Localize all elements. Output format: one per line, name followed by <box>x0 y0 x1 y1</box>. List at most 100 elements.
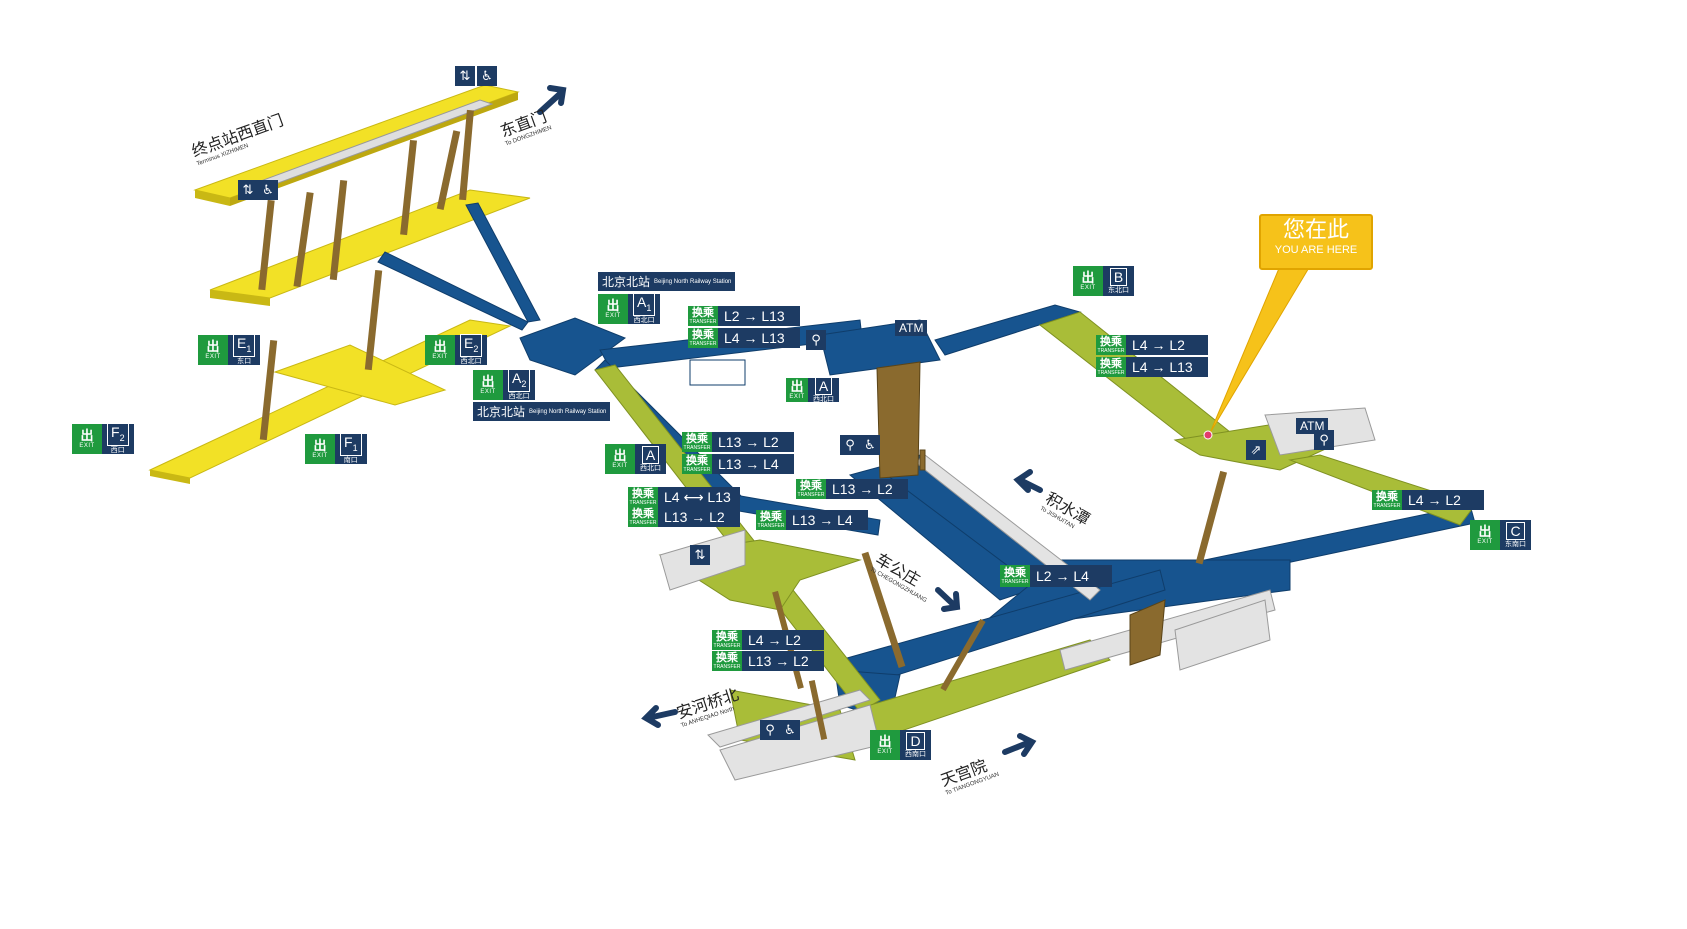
exit-e2-ch: 出 <box>433 338 447 354</box>
exit-f1-name: 南口 <box>343 457 358 465</box>
exit-e2-sub: 2 <box>473 343 479 354</box>
exit-e2-en: EXIT <box>432 353 448 360</box>
toilet-icon: ⚲ <box>840 435 860 455</box>
toilet-icon: ⚲ <box>1314 430 1334 450</box>
exit-f1-en: EXIT <box>312 452 328 459</box>
exit-a1-railway-label: 北京北站 Beijing North Railway Station <box>598 272 736 291</box>
wheelchair-icon: ♿ <box>780 720 800 740</box>
exit-c-en: EXIT <box>1477 538 1493 545</box>
transfer-route: L4 ⟷ L13 <box>658 487 740 507</box>
transfer-ch: 换乘 <box>716 630 738 643</box>
line13-structure <box>148 84 531 484</box>
elevator-icon: ⇅ <box>455 66 475 86</box>
exit-a1-sub: 1 <box>646 302 652 313</box>
exit-d-letter: D <box>906 731 925 750</box>
line13-lower-wing <box>273 344 447 406</box>
transfer-route: L13 → L2 <box>658 507 740 527</box>
transfer-route: L4 → L2 <box>742 630 824 650</box>
transfer-en: TRANSFER <box>689 340 717 347</box>
exit-f2-ch: 出 <box>80 427 94 443</box>
transfer-ch: 换乘 <box>800 479 822 492</box>
exit-a1-letter: A <box>637 293 647 310</box>
transfer-en: TRANSFER <box>629 499 657 506</box>
transfer-ch: 换乘 <box>1100 335 1122 348</box>
exit-a-mid-letter: A <box>814 376 833 395</box>
exit-e1-letter: E <box>237 334 247 351</box>
exit-a1-name: 西北口 <box>633 317 655 325</box>
atm-label-east: ATM <box>1300 419 1325 433</box>
exit-f1-letter: F <box>344 433 353 450</box>
transfer-route: L13 → L4 <box>712 454 794 474</box>
exit-a2-railway-zh: 北京北站 <box>477 405 526 419</box>
exit-e2-letter: E <box>464 334 474 351</box>
transfer-ch: 换乘 <box>692 328 714 341</box>
exit-b-en: EXIT <box>1080 284 1096 291</box>
exit-f2-sub: 2 <box>119 432 125 443</box>
exit-c-letter: C <box>1506 521 1525 540</box>
elevator-icon: ⇅ <box>690 545 710 565</box>
transfer-route: L4 → L2 <box>1402 490 1484 510</box>
transfer-ch: 换乘 <box>1100 357 1122 370</box>
exit-a2-name: 西北口 <box>508 393 530 401</box>
transfer-en: TRANSFER <box>689 318 717 325</box>
exit-a1-ch: 出 <box>606 297 620 313</box>
exit-e1-ch: 出 <box>206 338 220 354</box>
transfer-en: TRANSFER <box>757 522 785 529</box>
transfer-route: L13 → L4 <box>786 510 868 530</box>
transfer-en: TRANSFER <box>629 519 657 526</box>
line13-stairs <box>258 109 474 441</box>
exit-a-left-en: EXIT <box>612 462 628 469</box>
exit-d-ch: 出 <box>878 733 892 749</box>
exit-e2-name: 西北口 <box>460 358 482 366</box>
elevator-icon: ⇅ <box>238 180 258 200</box>
direction-arrows <box>537 85 1043 757</box>
you-are-here-zh: 您在此 <box>1282 217 1349 242</box>
line13-middle-concourse <box>209 189 531 299</box>
transfer-en: TRANSFER <box>683 444 711 451</box>
atm-label: ATM <box>899 321 924 335</box>
wheelchair-icon: ♿ <box>860 435 880 455</box>
exit-d-name: 西南口 <box>905 750 926 758</box>
exit-b-name: 东北口 <box>1108 286 1129 294</box>
exit-d-en: EXIT <box>877 748 893 755</box>
exit-f2-letter: F <box>111 423 120 440</box>
exit-e1-en: EXIT <box>205 353 221 360</box>
transfer-ch: 换乘 <box>716 651 738 664</box>
exit-a1-railway-en: Beijing North Railway Station <box>654 278 732 285</box>
you-are-here-en: YOU ARE HERE <box>1274 244 1358 256</box>
exit-a-left-ch: 出 <box>613 447 627 463</box>
exit-a2-sub: 2 <box>521 378 527 389</box>
exit-b-letter: B <box>1109 267 1128 286</box>
exit-b-ch: 出 <box>1081 269 1095 285</box>
arrow-tiangongyuan <box>1002 733 1037 757</box>
transfer-en: TRANSFER <box>713 663 741 670</box>
exit-e1-sub: 1 <box>246 343 252 354</box>
exit-f2-name: 西口 <box>110 447 125 455</box>
exit-a2-railway-label: 北京北站 Beijing North Railway Station <box>473 402 611 421</box>
transfer-ch: 换乘 <box>686 432 708 445</box>
transfer-en: TRANSFER <box>1097 369 1125 376</box>
transfer-en: TRANSFER <box>1097 347 1125 354</box>
exit-a2-ch: 出 <box>481 373 495 389</box>
transfer-route: L4 → L2 <box>1126 335 1208 355</box>
exit-a-left-name: 西北口 <box>640 464 661 472</box>
exit-f1-sub: 1 <box>352 442 358 453</box>
